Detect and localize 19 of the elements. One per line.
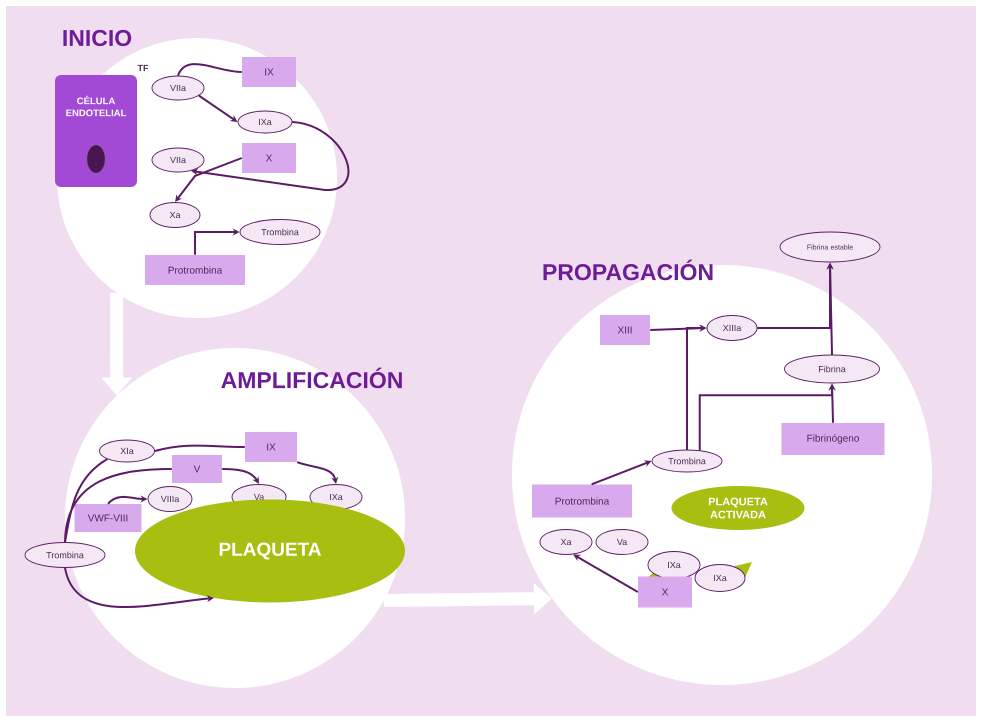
stage-heading: INICIO — [63, 30, 132, 46]
factor-box: IX — [245, 432, 297, 462]
stage-heading: PROPAGACIÓN — [544, 260, 713, 280]
connector-line — [154, 444, 245, 452]
factor-box: IX — [242, 57, 296, 87]
factor-box: X — [638, 576, 692, 608]
connector-line — [64, 458, 108, 542]
factor-box: V — [172, 455, 222, 483]
cell-box: CÉLULA ENDOTELIAL — [55, 75, 137, 187]
factor-box: X — [242, 143, 296, 173]
factor-box: VWF-VIII — [74, 504, 142, 532]
factor-box: Protrombina — [532, 484, 632, 518]
factor-box: Protrombina — [145, 255, 245, 285]
stage-heading: AMPLIFICACIÓN — [221, 368, 402, 388]
factor-label: TF — [138, 64, 148, 72]
connector-line — [177, 63, 242, 76]
connector-line — [64, 468, 172, 542]
factor-box: XIII — [600, 315, 650, 345]
factor-box: Fibrinógeno — [782, 423, 884, 455]
